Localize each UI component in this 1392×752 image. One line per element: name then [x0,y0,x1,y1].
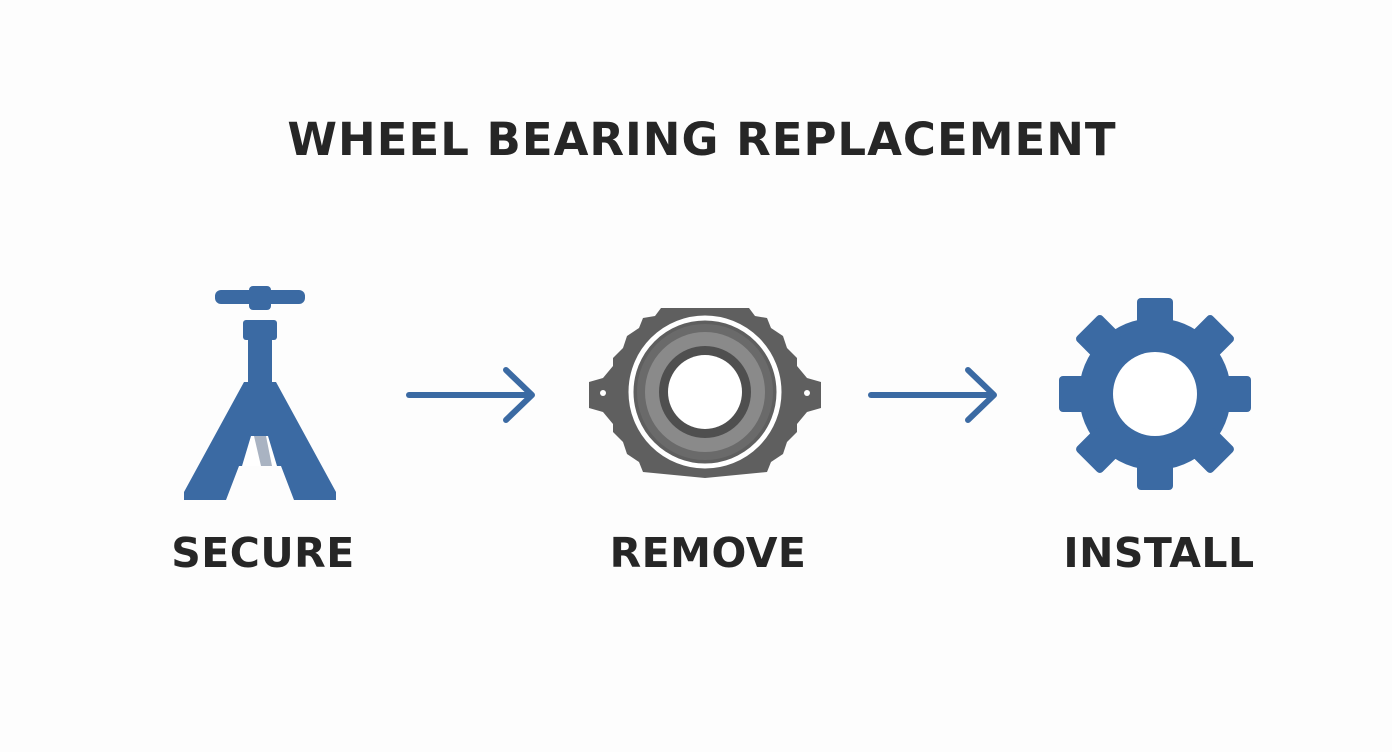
diagram-title: WHEEL BEARING REPLACEMENT [287,113,1117,166]
step-label-install: INSTALL [1063,529,1255,577]
step-label-secure: SECURE [171,529,355,577]
step-label-remove: REMOVE [609,529,807,577]
jack-stand-icon [180,286,340,506]
arrow-right-icon [862,364,1002,424]
wheel-bearing-icon [585,300,825,480]
arrow-right-icon [400,364,540,424]
gear-icon [1055,295,1255,495]
